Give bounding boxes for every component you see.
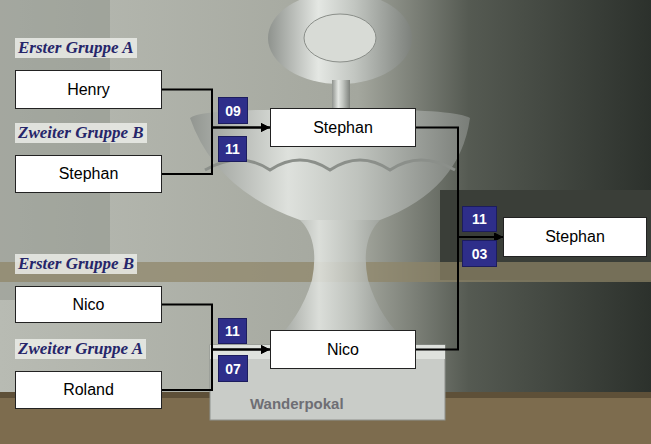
player-name: Stephan: [313, 119, 373, 137]
bracket-connector: [162, 305, 270, 350]
player-frame: Henry: [15, 70, 162, 109]
bracket-connector: [416, 237, 503, 350]
player-name: Henry: [67, 81, 110, 99]
score-box: 03: [462, 240, 497, 267]
player-name: Stephan: [545, 228, 605, 246]
bracket-connector: [162, 350, 270, 391]
player-box: Zweiter Gruppe A Roland: [15, 339, 162, 409]
player-name: Nico: [327, 341, 359, 359]
score-number: 07: [225, 361, 241, 377]
player-frame: Nico: [270, 330, 416, 369]
bracket-connector: [416, 128, 503, 238]
group-heading: Zweiter Gruppe B: [15, 123, 147, 143]
score-box: 07: [218, 355, 248, 382]
score-box: 11: [218, 318, 247, 344]
group-heading: Erster Gruppe A: [15, 38, 137, 58]
player-box: Stephan: [270, 108, 416, 147]
player-frame: Stephan: [15, 155, 162, 193]
player-frame: Stephan: [503, 217, 647, 257]
bracket-connector: [162, 128, 270, 175]
bracket-connector: [162, 90, 270, 128]
player-name: Roland: [63, 381, 114, 399]
score-number: 11: [472, 211, 487, 227]
player-box: Nico: [270, 330, 416, 369]
player-box: Zweiter Gruppe B Stephan: [15, 123, 162, 193]
player-frame: Roland: [15, 371, 162, 409]
score-number: 11: [225, 323, 240, 339]
player-frame: Nico: [15, 286, 162, 323]
score-number: 03: [472, 246, 488, 262]
group-heading: Zweiter Gruppe A: [15, 339, 146, 359]
score-box: 11: [462, 206, 497, 232]
score-number: 11: [225, 141, 240, 157]
score-box: 11: [218, 136, 247, 162]
player-box: Stephan: [503, 217, 647, 257]
player-name: Nico: [72, 296, 104, 314]
player-name: Stephan: [59, 165, 119, 183]
score-box: 09: [218, 97, 248, 124]
score-number: 09: [225, 103, 241, 119]
player-frame: Stephan: [270, 108, 416, 147]
player-box: Erster Gruppe A Henry: [15, 38, 162, 109]
base-inscription: Wanderpokal: [250, 395, 344, 412]
group-heading: Erster Gruppe B: [15, 254, 137, 274]
player-box: Erster Gruppe B Nico: [15, 254, 162, 323]
